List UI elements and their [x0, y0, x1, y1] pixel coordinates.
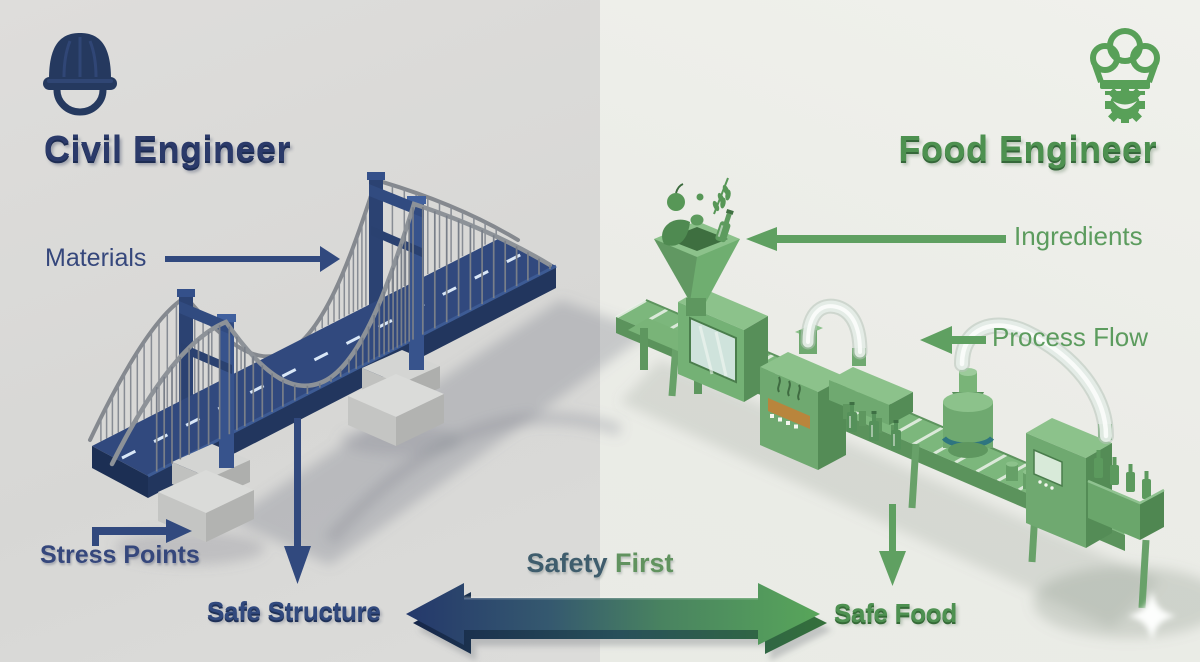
- safe-structure-label: Safe Structure: [207, 596, 381, 626]
- tower1-far-cap: [177, 289, 195, 297]
- hard-hat-icon: [43, 33, 117, 116]
- tower1-near-cap: [217, 314, 236, 322]
- bridge-illustration: [88, 172, 650, 565]
- bottle-icon: [715, 208, 734, 243]
- safe-structure-arrow: [284, 418, 311, 584]
- machine-cooker: [760, 324, 846, 470]
- hopper-stand-leg: [640, 328, 648, 370]
- ingredients-arrow: [746, 227, 1006, 251]
- lime-icon: [690, 214, 704, 226]
- glass-pipes: [800, 298, 1114, 444]
- safe-food-label: Safe Food: [834, 598, 957, 628]
- tower1-near-leg: [219, 320, 234, 468]
- process-flow-label: Process Flow: [992, 322, 1149, 352]
- safety-first-double-arrow: [406, 583, 832, 661]
- civil-engineer-title: Civil Engineer: [44, 128, 292, 169]
- materials-label: Materials: [45, 244, 147, 272]
- safety-first-label: Safety First: [460, 550, 740, 577]
- materials-arrow: [165, 246, 340, 272]
- falling-ingredients: [662, 177, 734, 246]
- stress-points-arrow: [92, 519, 192, 546]
- ingredients-label: Ingredients: [1014, 221, 1143, 251]
- annotation-arrows: [92, 227, 1006, 586]
- berry-icon: [696, 193, 704, 201]
- tower2-near-cap: [407, 196, 426, 204]
- chef-hat-gear-icon: [1090, 28, 1160, 123]
- safe-food-arrow: [879, 504, 906, 586]
- bottles-on-belt: [847, 402, 901, 450]
- tower2-far-cap: [367, 172, 385, 180]
- tower2-near-leg: [409, 202, 424, 370]
- first-word: First: [615, 548, 674, 578]
- suspension-cable-near: [109, 201, 553, 467]
- cable-hangers-near: [155, 207, 551, 472]
- apple-icon: [667, 193, 685, 211]
- food-engineer-title: Food Engineer: [898, 128, 1157, 169]
- safety-word: Safety: [526, 548, 608, 578]
- rotary-filler: [941, 368, 995, 458]
- sparkle-icon: [1128, 591, 1176, 641]
- bottle-crate: [1087, 450, 1165, 540]
- stress-points-label: Stress Points: [40, 541, 200, 569]
- leaf-icon: [662, 219, 690, 246]
- process-flow-arrow: [920, 326, 986, 354]
